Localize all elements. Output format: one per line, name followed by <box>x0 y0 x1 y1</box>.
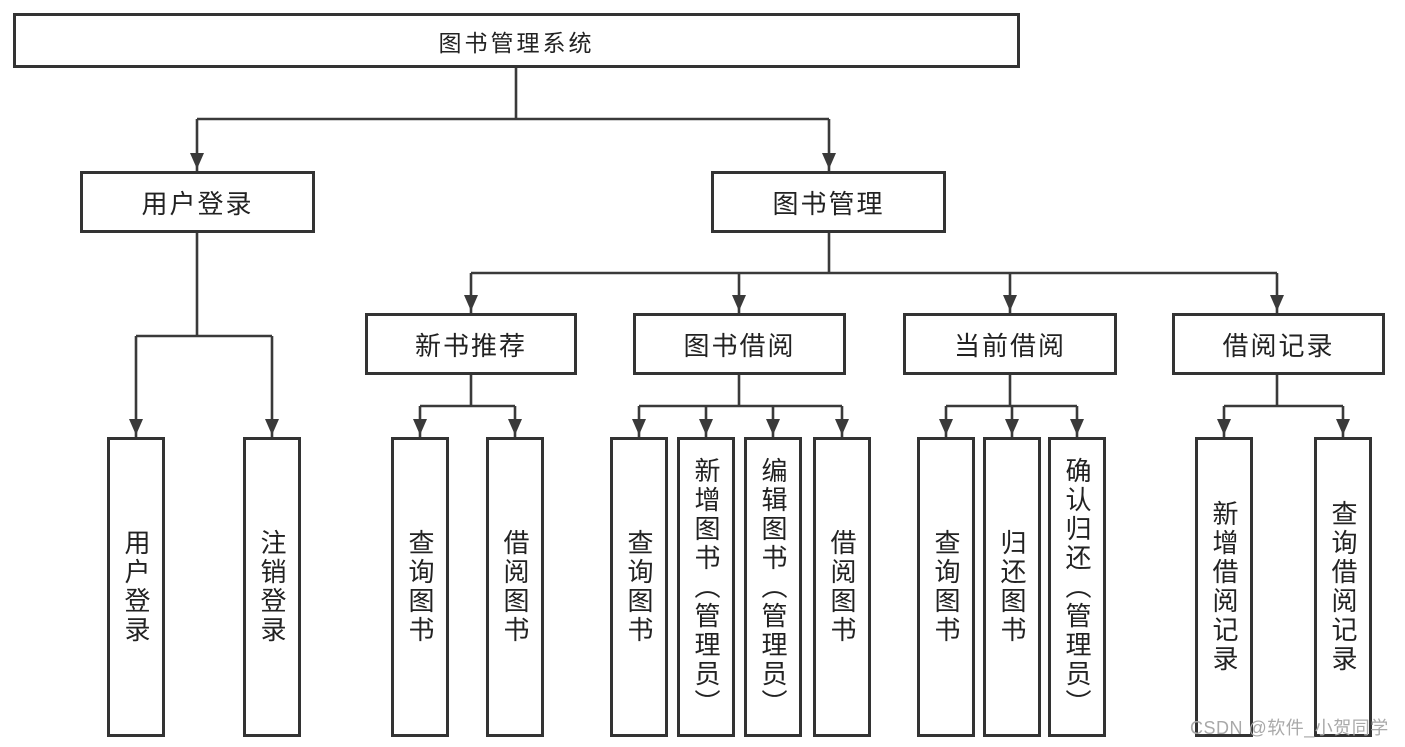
leaf-query-books-recommend-label: 查询图书 <box>405 529 435 645</box>
arrow-down-icon <box>129 419 143 435</box>
leaf-query-borrow-record-label: 查询借阅记录 <box>1328 500 1358 674</box>
leaf-query-books-current: 查询图书 <box>917 437 975 737</box>
csdn-watermark: CSDN @软件_小贺同学 <box>1190 718 1389 738</box>
arrow-down-icon <box>265 419 279 435</box>
leaf-logout-login: 注销登录 <box>243 437 301 737</box>
node-new-book-recommend-label: 新书推荐 <box>414 330 527 361</box>
leaf-confirm-return-admin: 确认归还（管理员） <box>1048 437 1106 737</box>
connector-records-to-leaves <box>1222 375 1345 437</box>
arrow-down-icon <box>766 419 780 435</box>
leaf-borrow-books: 借阅图书 <box>813 437 871 737</box>
arrow-down-icon <box>190 153 204 169</box>
node-book-management-label: 图书管理 <box>772 188 885 219</box>
leaf-borrow-books-label: 借阅图书 <box>827 529 857 645</box>
leaf-add-borrow-record-label: 新增借阅记录 <box>1209 500 1239 674</box>
node-book-management: 图书管理 <box>711 171 946 233</box>
arrow-down-icon <box>835 419 849 435</box>
node-current-borrow-label: 当前借阅 <box>953 330 1066 361</box>
connector-bookmgmt-to-level3 <box>469 233 1279 313</box>
arrow-down-icon <box>1005 419 1019 435</box>
node-root-label: 图书管理系统 <box>438 29 595 56</box>
node-current-borrow: 当前借阅 <box>903 313 1117 375</box>
leaf-borrow-books-recommend: 借阅图书 <box>486 437 544 737</box>
leaf-query-borrow-record: 查询借阅记录 <box>1314 437 1372 737</box>
node-new-book-recommend: 新书推荐 <box>365 313 577 375</box>
leaf-query-books-recommend: 查询图书 <box>391 437 449 737</box>
connector-root-to-level2 <box>195 65 831 171</box>
node-root: 图书管理系统 <box>13 13 1020 68</box>
node-book-borrow-label: 图书借阅 <box>683 330 796 361</box>
arrow-down-icon <box>1003 295 1017 311</box>
leaf-logout-login-label: 注销登录 <box>257 529 287 645</box>
connector-userlogin-to-leaves <box>134 233 274 437</box>
leaf-query-books-borrow: 查询图书 <box>610 437 668 737</box>
leaf-borrow-books-recommend-label: 借阅图书 <box>500 529 530 645</box>
leaf-query-books-borrow-label: 查询图书 <box>624 529 654 645</box>
leaf-return-books-label: 归还图书 <box>997 529 1027 645</box>
leaf-add-borrow-record: 新增借阅记录 <box>1195 437 1253 737</box>
connector-recommend-to-leaves <box>418 375 517 437</box>
arrow-down-icon <box>1070 419 1084 435</box>
leaf-user-login: 用户登录 <box>107 437 165 737</box>
arrowheads <box>129 153 1350 435</box>
node-user-login: 用户登录 <box>80 171 315 233</box>
arrow-down-icon <box>508 419 522 435</box>
arrow-down-icon <box>732 295 746 311</box>
leaf-query-books-current-label: 查询图书 <box>931 529 961 645</box>
arrow-down-icon <box>1217 419 1231 435</box>
leaf-user-login-label: 用户登录 <box>121 529 151 645</box>
node-borrow-records-label: 借阅记录 <box>1222 330 1335 361</box>
node-borrow-records: 借阅记录 <box>1172 313 1385 375</box>
arrow-down-icon <box>464 295 478 311</box>
leaf-return-books: 归还图书 <box>983 437 1041 737</box>
arrow-down-icon <box>822 153 836 169</box>
connector-borrow-to-leaves <box>637 375 844 437</box>
arrow-down-icon <box>699 419 713 435</box>
leaf-add-books-admin: 新增图书（管理员） <box>677 437 735 737</box>
arrow-down-icon <box>1270 295 1284 311</box>
arrow-down-icon <box>1336 419 1350 435</box>
arrow-down-icon <box>413 419 427 435</box>
leaf-confirm-return-admin-label: 确认归还（管理员） <box>1062 456 1092 718</box>
arrow-down-icon <box>632 419 646 435</box>
leaf-edit-books-admin-label: 编辑图书（管理员） <box>758 456 788 718</box>
leaf-edit-books-admin: 编辑图书（管理员） <box>744 437 802 737</box>
leaf-add-books-admin-label: 新增图书（管理员） <box>691 456 721 718</box>
node-book-borrow: 图书借阅 <box>633 313 846 375</box>
arrow-down-icon <box>939 419 953 435</box>
node-user-login-label: 用户登录 <box>141 188 254 219</box>
